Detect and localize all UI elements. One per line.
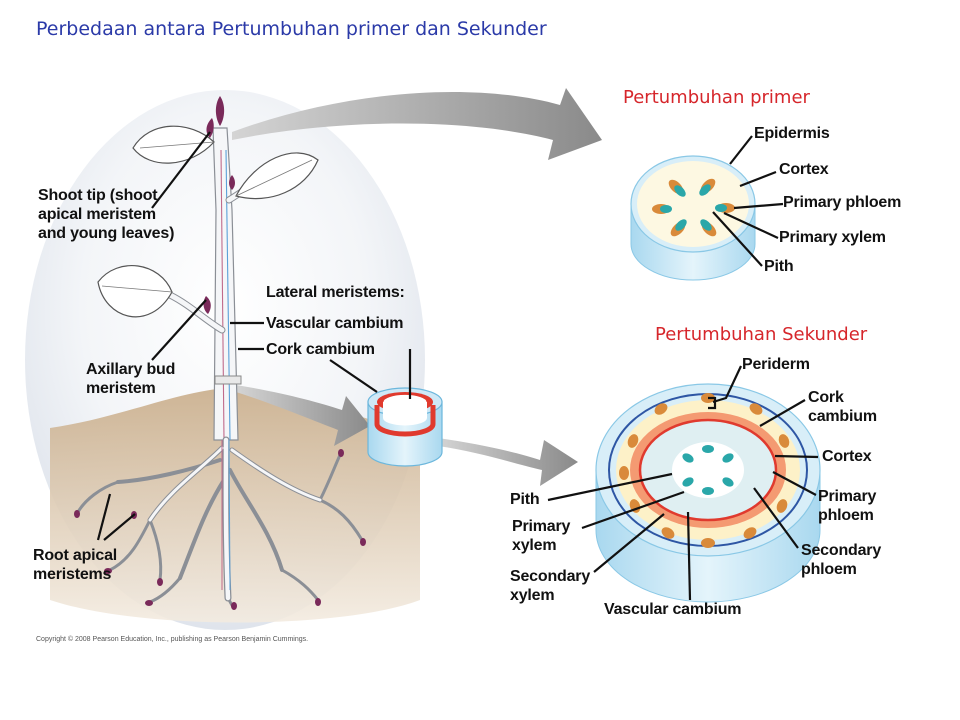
secondary-periderm-label: Periderm [742, 356, 810, 373]
vascular-cambium-label: Vascular cambium [266, 315, 404, 332]
secondary-cork-cambium-label: Cork cambium [808, 389, 877, 425]
leaf-lower-left [97, 265, 173, 318]
secondary-phloem-label: Secondary phloem [801, 542, 882, 578]
copyright-note: Copyright © 2008 Pearson Education, Inc.… [36, 636, 309, 643]
secondary-cross-section [595, 383, 821, 603]
primary-xylem-label: Primary xylem [779, 229, 886, 246]
primary-growth-title: Pertumbuhan primer [623, 87, 810, 108]
shoot-tip-bud [215, 96, 225, 126]
leaf-right [235, 152, 319, 200]
primary-cortex-label: Cortex [779, 161, 829, 178]
secondary-cortex-label: Cortex [822, 448, 872, 465]
arrow-to-primary [232, 88, 602, 160]
leader-lines [96, 131, 819, 601]
cork-cambium-label: Cork cambium [266, 341, 375, 358]
lateral-meristem-cylinder [367, 387, 443, 467]
arrow-to-secondary [438, 438, 578, 486]
stem-band [214, 375, 242, 385]
axillary-bud-label: Axillary bud meristem [86, 361, 176, 397]
primary-epidermis-label: Epidermis [754, 125, 830, 142]
secondary-vascular-cambium-label: Vascular cambium [604, 601, 742, 618]
root-apical-label: Root apical meristems [33, 547, 118, 583]
soil [50, 388, 420, 623]
secondary-xylem-label: Secondary xylem [510, 568, 591, 604]
shoot-tip-label: Shoot tip (shoot apical meristem and you… [38, 187, 175, 242]
primary-vascular-bundles [652, 178, 735, 237]
root-tips [74, 449, 366, 610]
secondary-primary-xylem [682, 445, 734, 495]
page-title: Perbedaan antara Pertumbuhan primer dan … [36, 18, 547, 40]
arrow-to-lateral [236, 385, 370, 446]
lateral-meristems-label: Lateral meristems: [266, 284, 405, 301]
secondary-primary-xylem-label: Primary xylem [512, 518, 571, 554]
secondary-growth-title: Pertumbuhan Sekunder [655, 324, 868, 345]
primary-phloem-label: Primary phloem [783, 194, 902, 211]
primary-pith-label: Pith [764, 258, 794, 275]
stem [212, 127, 239, 441]
secondary-primary-phloem-label: Primary phloem [818, 488, 877, 524]
secondary-pith-label: Pith [510, 491, 540, 508]
